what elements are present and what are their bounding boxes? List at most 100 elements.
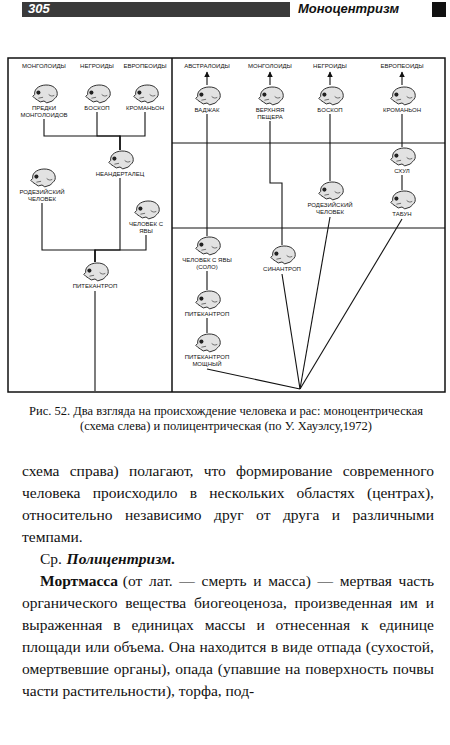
skull-detail <box>396 157 412 161</box>
skull-detail <box>114 160 130 164</box>
skull-label: КРОМАНЬОН <box>123 105 167 112</box>
skull-detail <box>38 94 54 98</box>
eye-socket <box>199 243 203 247</box>
skull-detail <box>91 94 107 98</box>
lineage-line <box>97 112 120 150</box>
skull-outline <box>391 87 415 105</box>
skull-outline <box>84 263 108 281</box>
race-label: ЕВРОПЕОИДЫ <box>121 63 169 70</box>
skull-outline <box>259 87 283 105</box>
skull-label: НЕАНДЕРТАЛЕЦ <box>93 171 147 178</box>
skull-label: ВАДЖАК <box>180 107 234 114</box>
skull-node: ТАБУН <box>377 190 427 218</box>
common-root-line <box>282 274 300 389</box>
skull-detail <box>140 210 156 214</box>
skull-label: РОДЕЗИЙСКИЙ ЧЕЛОВЕК <box>15 189 69 203</box>
skull-node: БОСКОП <box>74 84 120 112</box>
common-root-line <box>300 219 402 389</box>
skull-outline <box>196 291 220 309</box>
skull-node: СИНАНТРОП <box>254 245 310 273</box>
running-head: Моноцентризм <box>298 1 399 17</box>
lineage-line <box>270 121 282 245</box>
skull-node: РОДЕЗИЙСКИЙ ЧЕЛОВЕК <box>302 181 358 216</box>
evolution-arrow <box>329 72 330 85</box>
evolution-arrow <box>206 72 207 85</box>
skull-node: ПРЕДКИ МОНГОЛОИДОВ <box>19 84 69 119</box>
skull-outline <box>134 85 158 103</box>
lineage-line <box>206 114 207 236</box>
skull-detail <box>324 96 340 100</box>
eye-socket <box>199 297 203 301</box>
skull-detail <box>276 255 292 259</box>
skull-outline <box>319 87 343 105</box>
body-text: схема справа) полагают, что формирование… <box>22 460 434 702</box>
see-also: Ср. <box>40 550 62 567</box>
skull-node: ВАДЖАК <box>179 86 235 114</box>
skull-node: КРОМАНЬОН <box>122 84 168 112</box>
skull-outline <box>196 87 220 105</box>
skull-detail <box>201 96 217 100</box>
skull-figure <box>193 333 221 353</box>
skull-outline <box>319 182 343 200</box>
skull-node: ЧЕЛОВЕК С ЯВЫ <box>123 200 169 235</box>
cross-reference: Полицентризм. <box>67 550 176 567</box>
skull-detail <box>89 272 105 276</box>
skull-outline <box>196 334 220 352</box>
common-root-line <box>94 291 95 391</box>
skull-label: ЧЕЛОВЕК С ЯВЫ (СОЛО) <box>178 257 236 271</box>
skull-detail <box>396 96 412 100</box>
skull-detail <box>201 300 217 304</box>
eye-socket <box>394 197 398 201</box>
page-number: 305 <box>28 2 50 16</box>
skull-figure <box>388 147 416 167</box>
lineage-line <box>95 235 146 262</box>
skull-label: КРОМАНЬОН <box>375 107 429 114</box>
skull-outline <box>109 151 133 169</box>
skull-figure <box>81 262 109 282</box>
lineage-line <box>206 318 207 333</box>
entry-term: Мортмасса <box>40 572 118 589</box>
figure-frame <box>8 58 445 392</box>
skull-node: РОДЕЗИЙСКИЙ ЧЕЛОВЕК <box>14 168 70 203</box>
skull-node: ВЕРХНЯЯ ПЕЩЕРА <box>242 86 298 121</box>
skull-figure <box>30 84 58 104</box>
skull-outline <box>391 191 415 209</box>
skull-label: ПРЕДКИ МОНГОЛОИДОВ <box>20 105 68 119</box>
tree-trunks <box>95 72 402 391</box>
caption-text: Рис. 52. Два взгляда на происхождение че… <box>28 404 424 434</box>
header-bar <box>22 2 290 17</box>
paragraph: Мортмасса(от лат. — смерть и масса) — ме… <box>22 570 434 702</box>
skull-outline <box>86 85 110 103</box>
tree-branches <box>42 112 402 333</box>
period-line <box>172 143 445 144</box>
entry-text: (от лат. — смерть и масса) — мертвая час… <box>22 572 434 699</box>
skull-outline <box>31 169 55 187</box>
skull-outline <box>196 237 220 255</box>
skull-detail <box>396 200 412 204</box>
header-block <box>432 2 446 17</box>
race-label: МОНГОЛОИДЫ <box>18 63 70 70</box>
figure-caption: Рис. 52. Два взгляда на происхождение че… <box>28 404 424 434</box>
skull-label: ПИТЕКАНТРОП <box>68 283 122 290</box>
skull-label: ТАБУН <box>378 211 426 218</box>
skull-figure <box>388 190 416 210</box>
skull-figure <box>193 290 221 310</box>
skull-detail <box>139 94 155 98</box>
skull-outline <box>135 201 159 219</box>
skull-outline <box>391 148 415 166</box>
eye-socket <box>394 93 398 97</box>
eye-socket <box>322 93 326 97</box>
skull-detail <box>264 96 280 100</box>
eye-socket <box>262 93 266 97</box>
skull-label: ПИТЕКАНТРОП МОЩНЫЙ <box>178 354 236 368</box>
eye-socket <box>137 91 141 95</box>
lineage-line <box>42 203 95 262</box>
skull-figure <box>83 84 111 104</box>
skull-label: ЧЕЛОВЕК С ЯВЫ <box>124 221 168 235</box>
skull-figure <box>193 236 221 256</box>
skull-node: ПИТЕКАНТРОП МОЩНЫЙ <box>177 333 237 368</box>
skull-figure <box>193 86 221 106</box>
eye-socket <box>34 175 38 179</box>
